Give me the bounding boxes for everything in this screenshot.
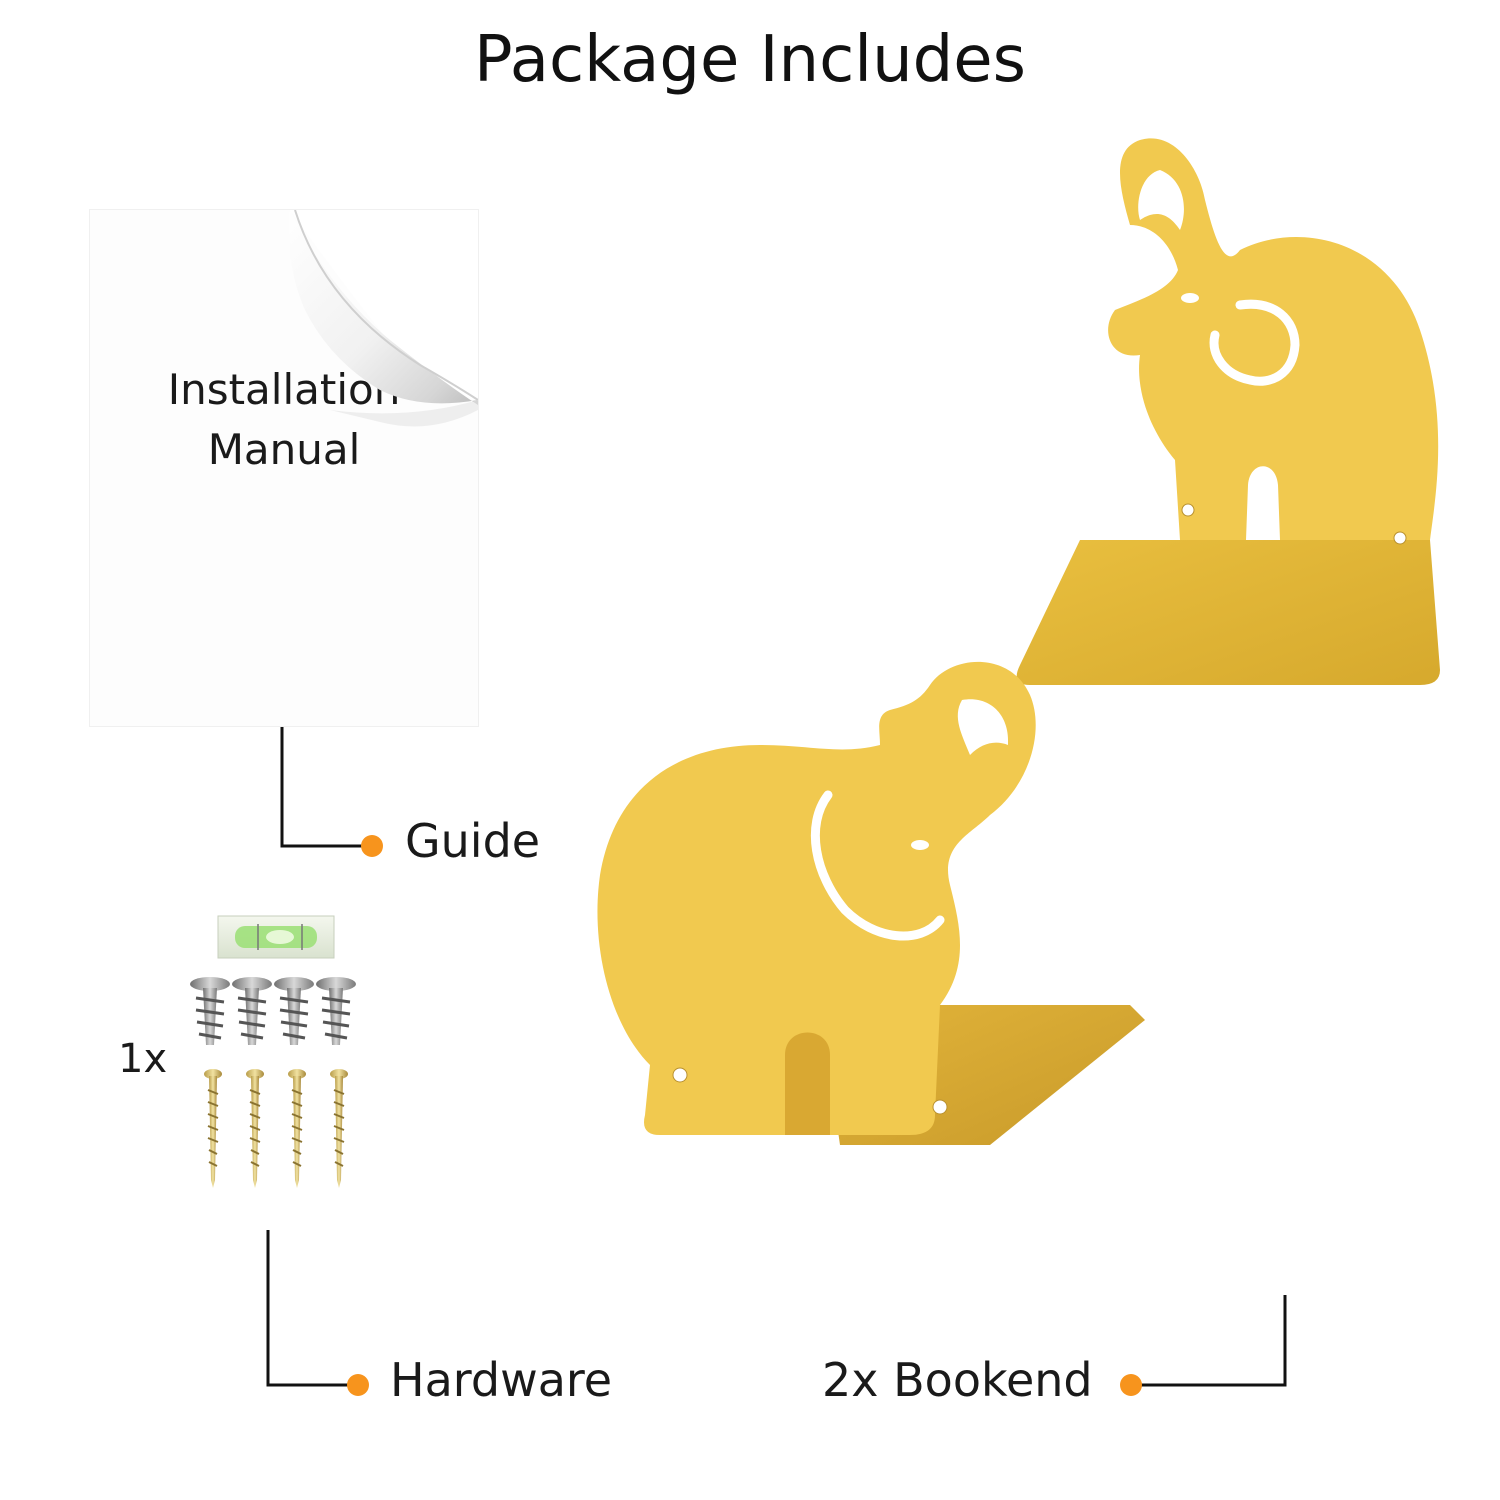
hardware-label: Hardware: [390, 1353, 613, 1407]
screw-icon: [204, 1069, 348, 1188]
wall-anchor-icon: [190, 977, 356, 1045]
hardware-kit: [190, 915, 356, 1188]
manual-title: Installation Manual: [90, 360, 478, 480]
page-title: Package Includes: [474, 23, 1026, 97]
bookend-label: 2x Bookend: [822, 1353, 1093, 1407]
hardware-quantity: 1x: [118, 1036, 168, 1082]
guide-dot-icon: [361, 835, 383, 857]
elephant-bookend-icon: [1016, 138, 1440, 685]
guide-label: Guide: [405, 814, 541, 868]
bubble-level-icon: [217, 915, 335, 959]
elephant-bookend-icon-front: [597, 661, 1145, 1145]
manual-title-line-2: Manual: [207, 425, 361, 474]
page-curl-icon: [289, 210, 478, 427]
bookend-dot-icon: [1120, 1374, 1142, 1396]
hardware-dot-icon: [347, 1374, 369, 1396]
installation-manual: Installation Manual: [90, 210, 478, 726]
